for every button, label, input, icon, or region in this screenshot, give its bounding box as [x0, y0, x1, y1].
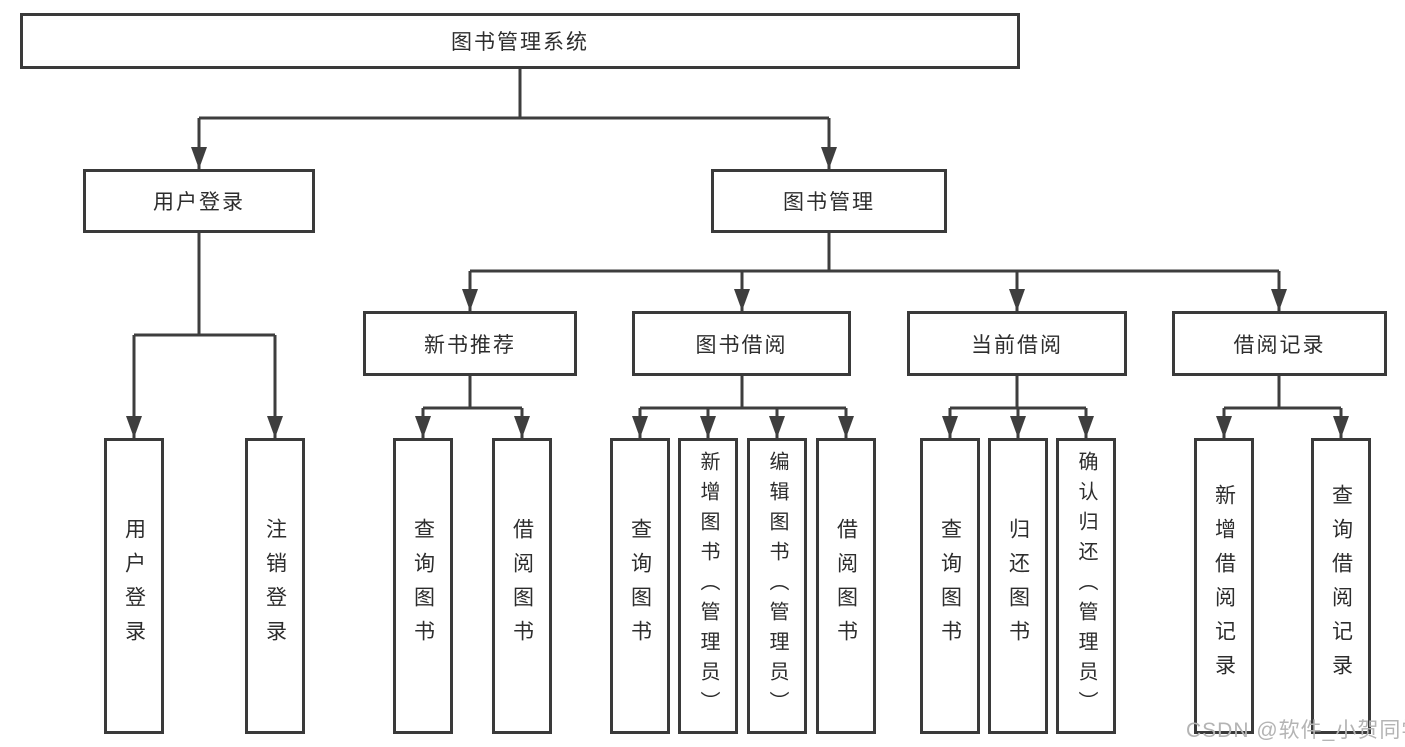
arrow-down-icon: [514, 416, 530, 438]
arrow-down-icon: [821, 147, 837, 169]
arrow-down-icon: [1333, 416, 1349, 438]
node-book-management: 图书管理: [711, 169, 947, 233]
leaf-query-books-recommend: 查询图书: [393, 438, 453, 734]
csdn-watermark: CSDN @软件_小贺同学: [1186, 719, 1405, 742]
node-label: 借阅图书: [834, 518, 858, 654]
leaf-query-borrow-record: 查询借阅记录: [1311, 438, 1371, 734]
node-label: 编辑图书（管理员）: [766, 451, 788, 721]
arrow-down-icon: [415, 416, 431, 438]
node-label: 图书管理: [783, 191, 875, 214]
node-label: 用户登录: [153, 191, 245, 214]
leaf-borrow-books: 借阅图书: [816, 438, 876, 734]
node-label: 新书推荐: [424, 333, 516, 357]
arrow-down-icon: [1010, 416, 1026, 438]
node-user-login: 用户登录: [83, 169, 315, 233]
node-label: 查询图书: [938, 518, 962, 654]
arrow-down-icon: [191, 147, 207, 169]
node-label: 归还图书: [1006, 518, 1030, 654]
node-new-book-recommend: 新书推荐: [363, 311, 577, 376]
node-book-borrowing: 图书借阅: [632, 311, 851, 376]
node-borrowing-records: 借阅记录: [1172, 311, 1387, 376]
node-label: 用户登录: [122, 518, 146, 654]
leaf-add-books-admin: 新增图书（管理员）: [678, 438, 738, 734]
node-label: 借阅图书: [510, 518, 534, 654]
node-root-system: 图书管理系统: [20, 13, 1020, 69]
leaf-return-books: 归还图书: [988, 438, 1048, 734]
leaf-edit-books-admin: 编辑图书（管理员）: [747, 438, 807, 734]
arrow-down-icon: [838, 416, 854, 438]
node-label: 查询图书: [411, 518, 435, 654]
arrow-down-icon: [126, 416, 142, 438]
leaf-confirm-return-admin: 确认归还（管理员）: [1056, 438, 1116, 734]
arrowheads: [126, 147, 1349, 438]
arrow-down-icon: [1009, 289, 1025, 311]
node-label: 图书管理系统: [451, 31, 589, 54]
arrow-down-icon: [1271, 289, 1287, 311]
leaf-borrow-books-recommend: 借阅图书: [492, 438, 552, 734]
node-label: 借阅记录: [1233, 333, 1326, 357]
leaf-logout: 注销登录: [245, 438, 305, 734]
node-label: 查询图书: [628, 518, 652, 654]
arrow-down-icon: [734, 289, 750, 311]
arrow-down-icon: [267, 416, 283, 438]
node-label: 确认归还（管理员）: [1075, 451, 1097, 721]
node-label: 新增图书（管理员）: [697, 451, 719, 721]
node-label: 当前借阅: [971, 333, 1063, 357]
arrow-down-icon: [700, 416, 716, 438]
arrow-down-icon: [1078, 416, 1094, 438]
leaf-user-login: 用户登录: [104, 438, 164, 734]
node-current-borrowing: 当前借阅: [907, 311, 1127, 376]
arrow-down-icon: [632, 416, 648, 438]
arrow-down-icon: [769, 416, 785, 438]
arrow-down-icon: [1216, 416, 1232, 438]
leaf-query-books-current: 查询图书: [920, 438, 980, 734]
arrow-down-icon: [942, 416, 958, 438]
node-label: 新增借阅记录: [1212, 484, 1236, 688]
node-label: 注销登录: [263, 518, 287, 654]
leaf-query-books-borrow: 查询图书: [610, 438, 670, 734]
node-label: 图书借阅: [695, 333, 788, 357]
arrow-down-icon: [462, 289, 478, 311]
leaf-add-borrow-record: 新增借阅记录: [1194, 438, 1254, 734]
node-label: 查询借阅记录: [1329, 484, 1353, 688]
